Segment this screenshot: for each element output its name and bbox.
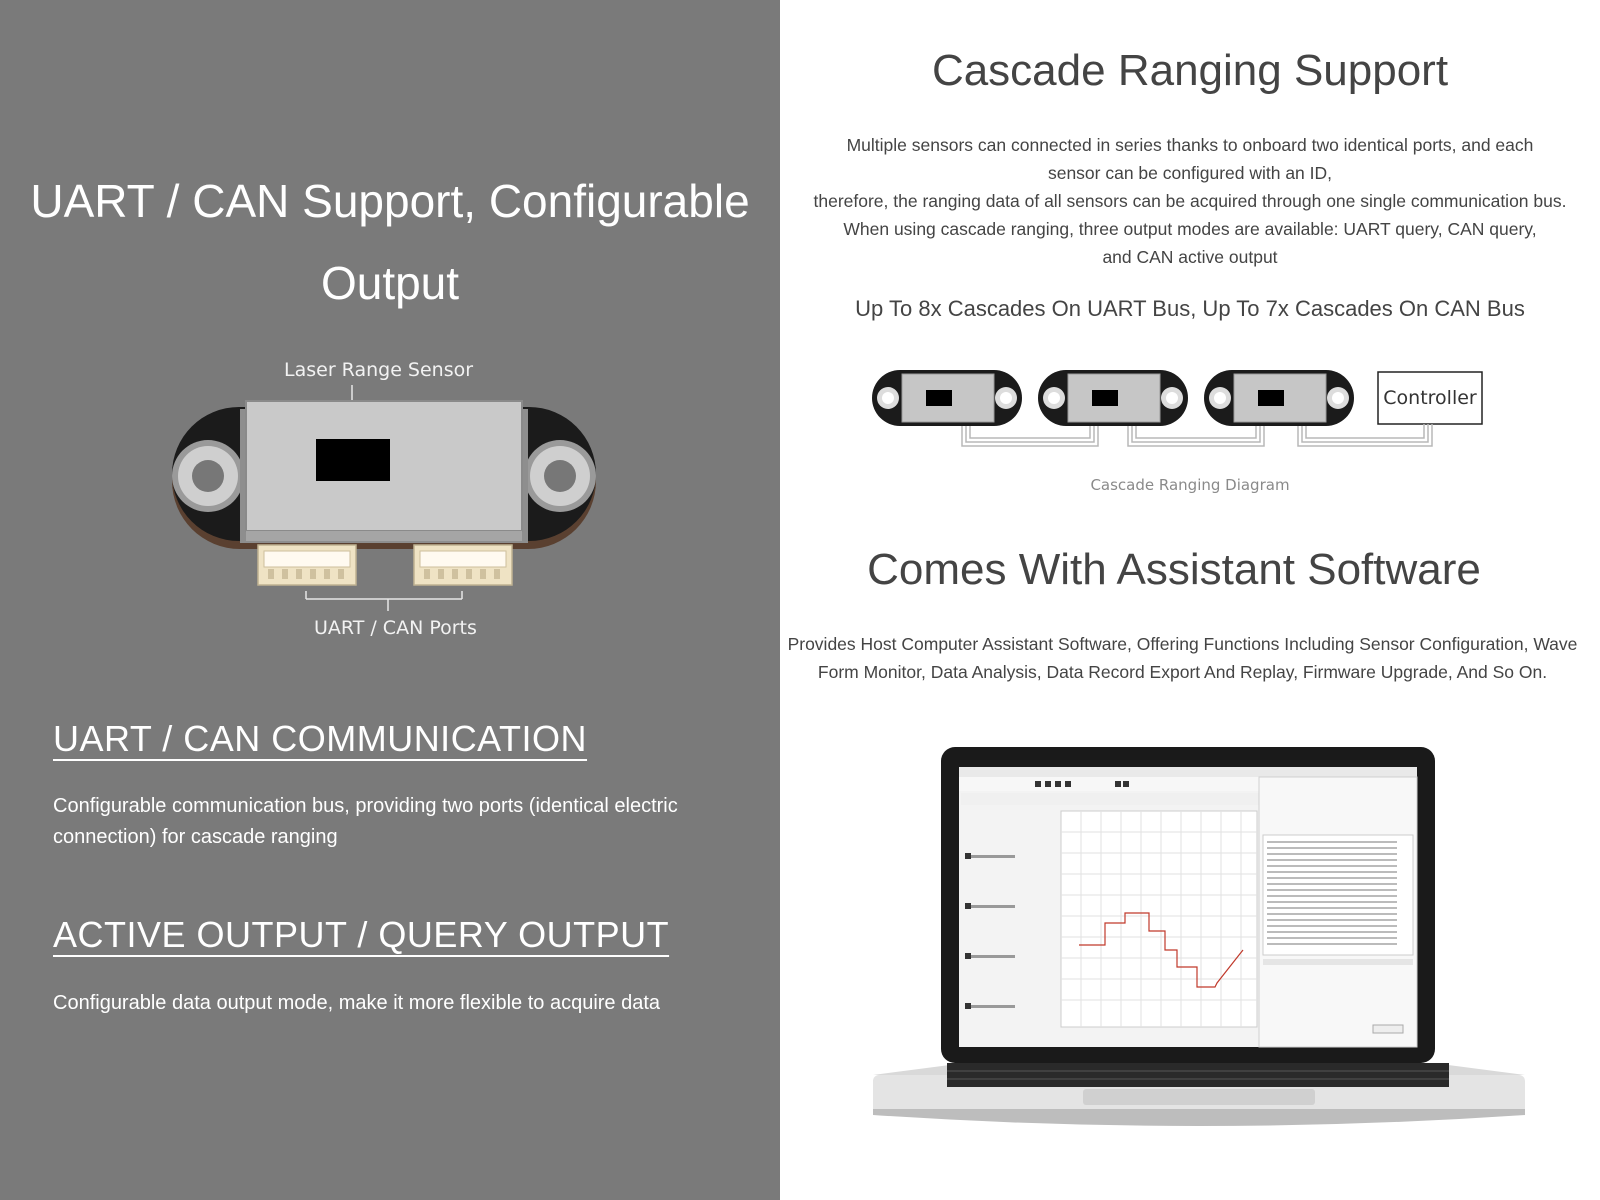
section2-heading: ACTIVE OUTPUT / QUERY OUTPUT [53,914,670,955]
section1-text: Configurable communication bus, providin… [53,795,678,848]
left-title-line1: UART / CAN Support, Configurable [30,175,750,227]
cascade-line3: When using cascade ranging, three output… [843,219,1537,267]
cascade-line2: therefore, the ranging data of all senso… [813,191,1567,211]
cascade-diagram: Controller [870,368,1510,468]
cascade-caption: Cascade Ranging Diagram [1090,476,1290,494]
sensor-illustration [172,385,596,611]
cascade-sensor-1 [872,370,1022,426]
sensor-top-label: Laser Range Sensor [284,359,474,381]
right-panel: Cascade Ranging Support Multiple sensors… [780,0,1600,1200]
cascade-diagram-svg [872,370,1483,447]
sensor-bottom-label: UART / CAN Ports [314,617,477,639]
laptop-illustration [865,745,1530,1135]
cascade-title: Cascade Ranging Support [931,46,1449,95]
section2-text: Configurable data output mode, make it m… [53,992,661,1014]
cascade-sensor-3 [1204,370,1354,426]
cascade-line1: Multiple sensors can connected in series… [846,135,1534,183]
left-panel: UART / CAN Support, Configurable Output … [0,0,780,1200]
sensor-figure: Laser Range Sensor [160,355,630,665]
cascade-subtitle: Up To 8x Cascades On UART Bus, Up To 7x … [855,296,1525,321]
section1-heading: UART / CAN COMMUNICATION [53,718,588,759]
controller-box [1377,371,1483,425]
left-title-line2: Output [320,257,460,309]
software-title: Comes With Assistant Software [867,545,1481,594]
cascade-sensor-2 [1038,370,1188,426]
cascade-description: Multiple sensors can connected in series… [790,131,1590,271]
software-text: Provides Host Computer Assistant Softwar… [787,634,1578,682]
left-title: UART / CAN Support, Configurable Output [0,160,780,324]
controller-label: Controller [1383,387,1477,409]
laptop-svg [873,747,1525,1126]
